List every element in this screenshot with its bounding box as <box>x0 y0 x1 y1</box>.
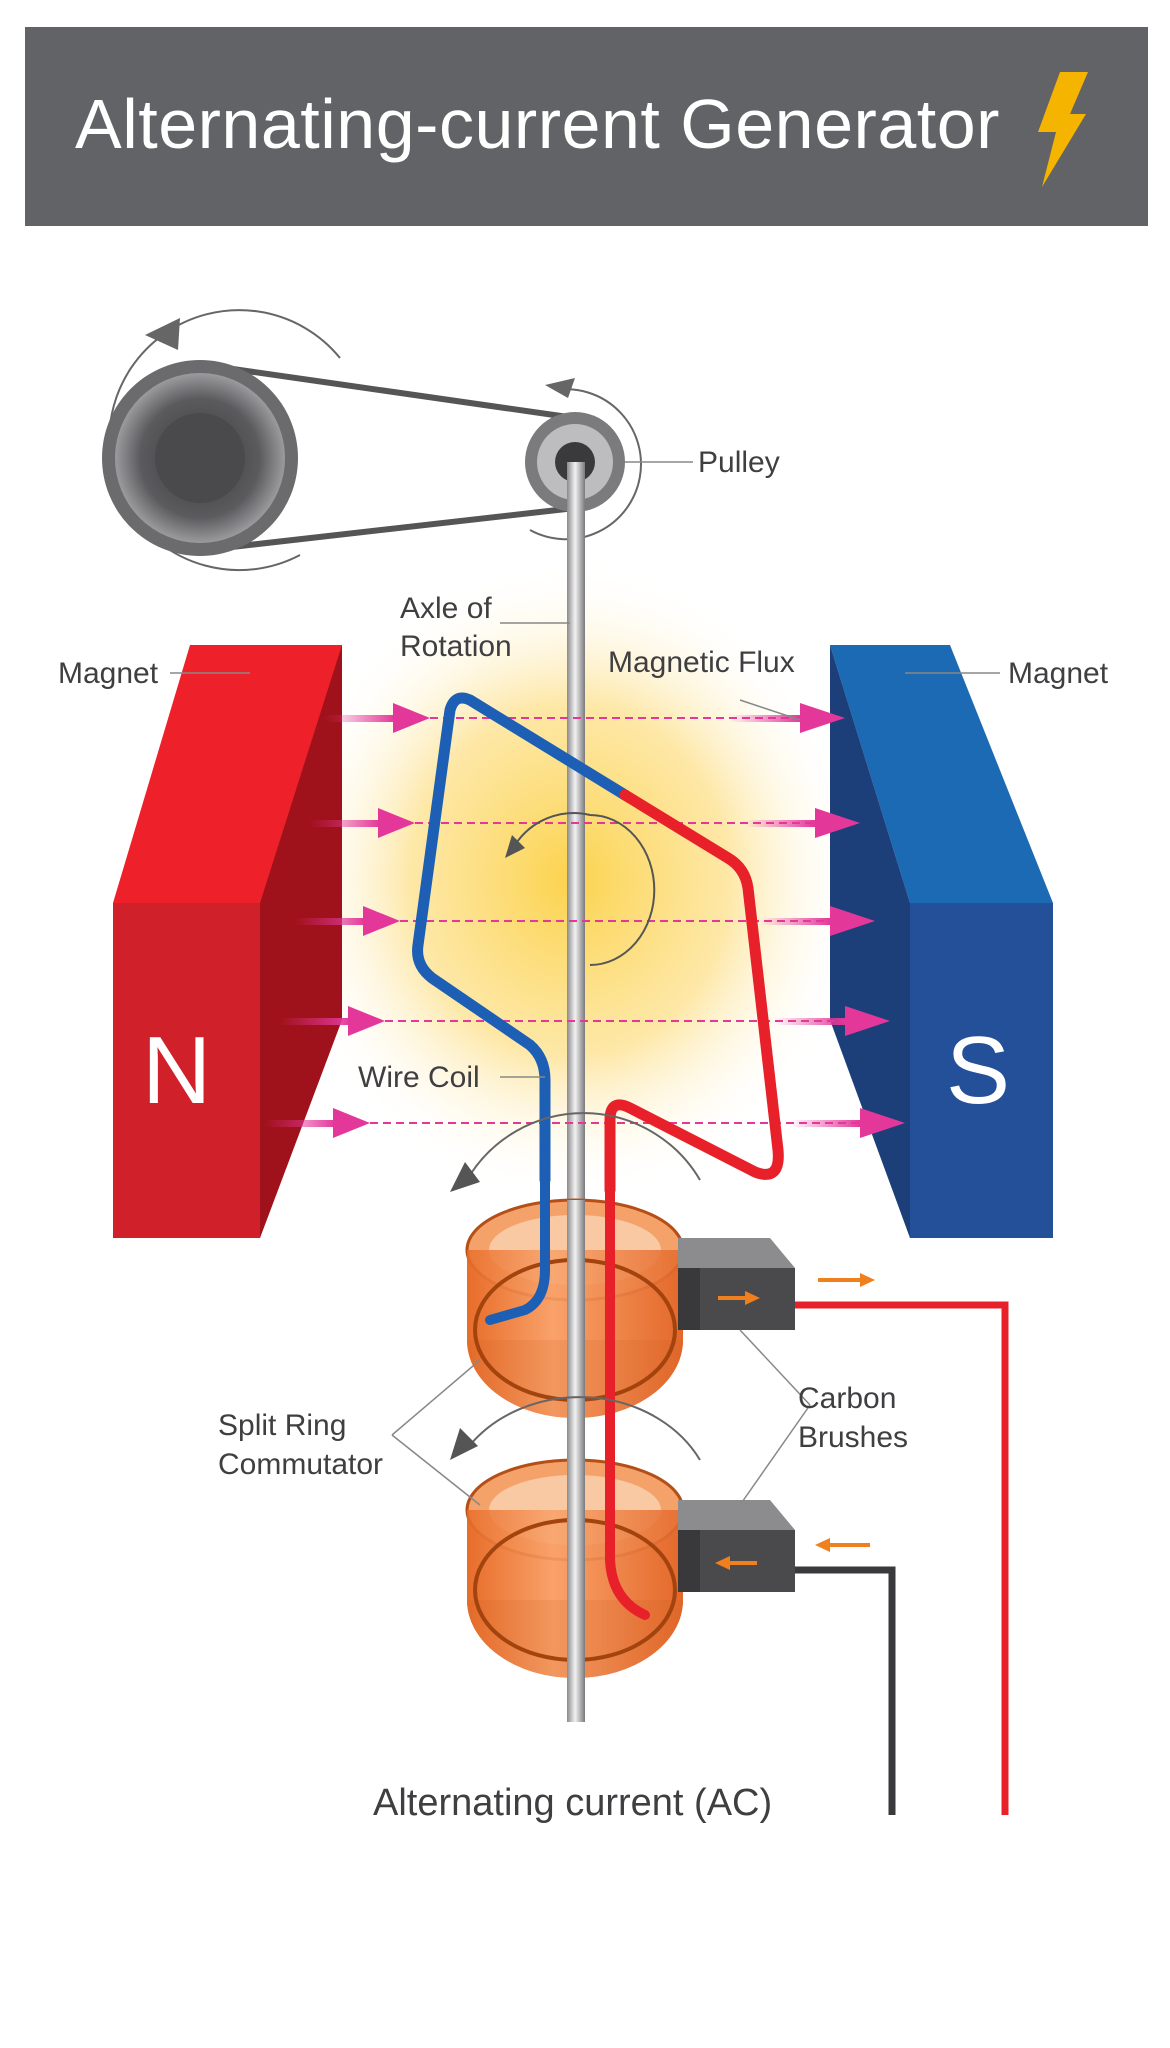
magnet-left-label: Magnet <box>58 657 159 690</box>
ac-caption: Alternating current (AC) <box>373 1782 772 1824</box>
split-ring-label-line1: Split Ring <box>218 1409 346 1442</box>
carbon-brushes-label-line2: Brushes <box>798 1421 908 1454</box>
magnet-right-label: Magnet <box>1008 657 1109 690</box>
magnetic-flux-label: Magnetic Flux <box>608 646 795 679</box>
pulley-label: Pulley <box>698 446 780 479</box>
carbon-brush-upper <box>678 1238 795 1330</box>
carbon-brush-lower <box>678 1500 795 1592</box>
split-ring-label-line2: Commutator <box>218 1448 383 1481</box>
output-wire-red <box>795 1301 1009 1815</box>
axle-label-line1: Axle of <box>400 592 492 625</box>
flux-arrow <box>310 808 860 838</box>
flux-arrow <box>295 906 875 936</box>
carbon-brushes-label-line1: Carbon <box>798 1382 896 1415</box>
pole-s-label: S <box>946 1017 1010 1124</box>
output-wire-dark <box>795 1566 896 1815</box>
axle-label-line2: Rotation <box>400 630 512 663</box>
wire-coil-label: Wire Coil <box>358 1061 480 1094</box>
page-title: Alternating-current Generator <box>75 85 1000 163</box>
leader-lines <box>170 461 1000 1506</box>
rotation-arrow <box>514 812 656 966</box>
wire-coil <box>412 692 784 1196</box>
south-magnet <box>830 645 1053 1238</box>
flux-arrow <box>325 703 845 733</box>
pulley-system <box>102 309 642 572</box>
title-bar <box>25 27 1148 226</box>
current-arrows <box>715 1273 875 1570</box>
lightning-bolt-icon <box>1038 72 1088 187</box>
pole-n-label: N <box>142 1017 211 1124</box>
north-magnet <box>113 645 342 1238</box>
